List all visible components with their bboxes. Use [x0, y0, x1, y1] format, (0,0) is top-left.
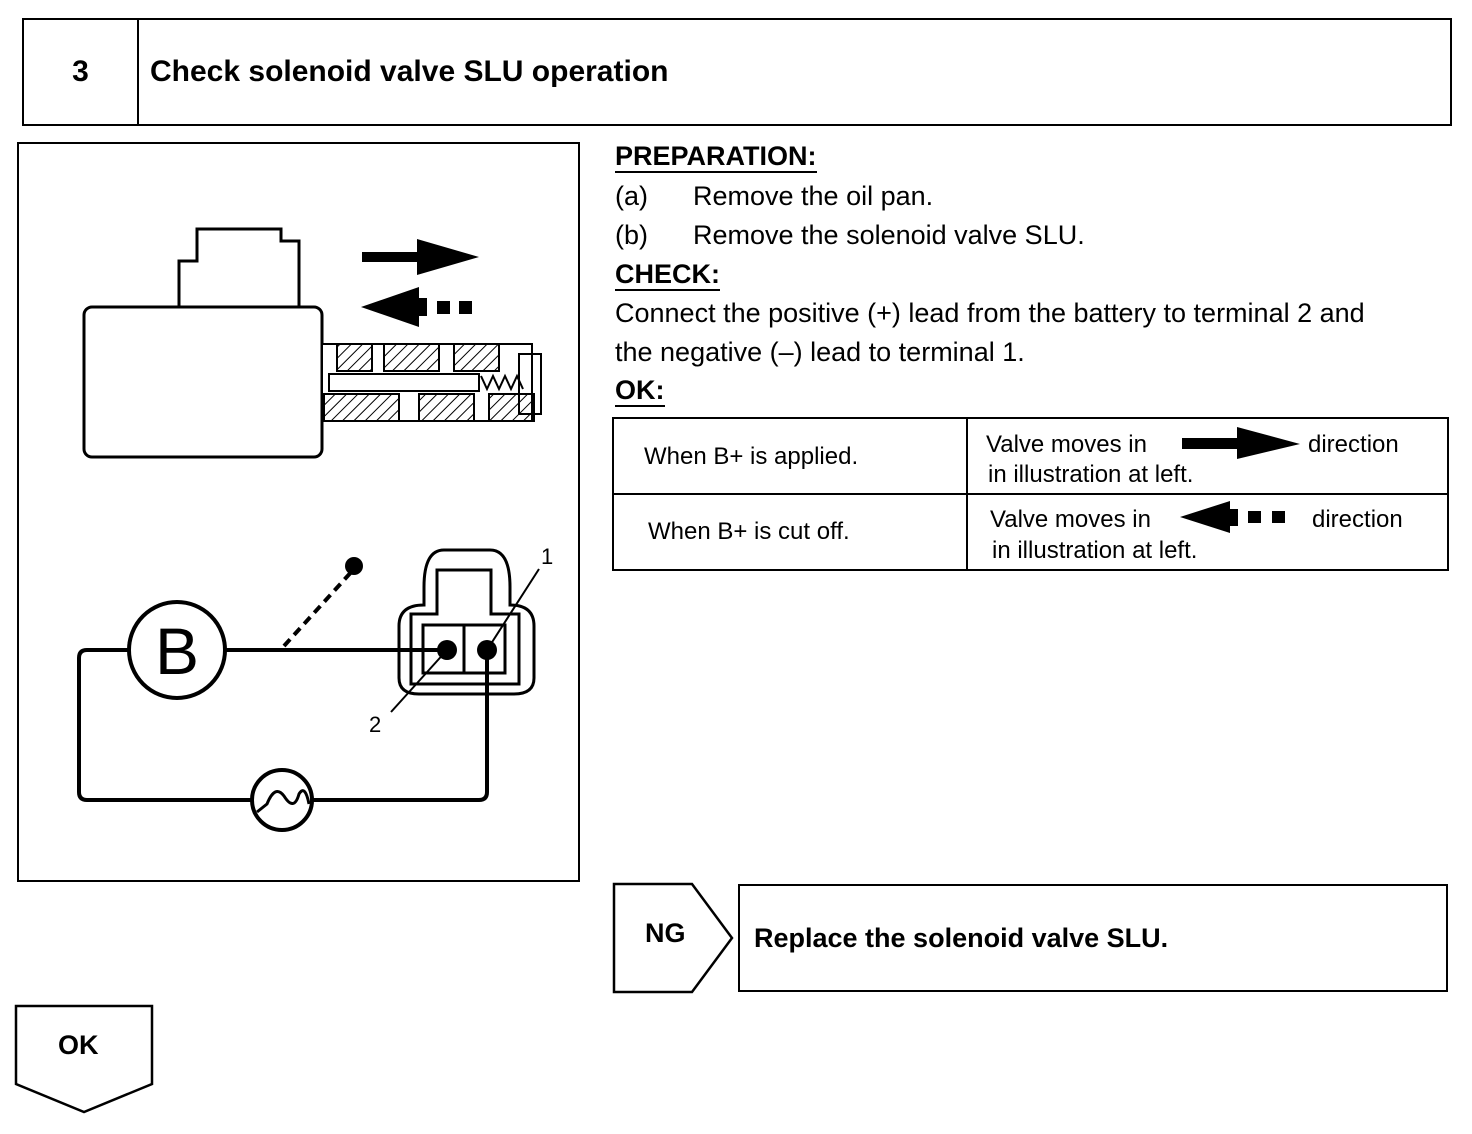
row2-result-line2: in illustration at left.	[992, 537, 1198, 564]
connector	[397, 548, 536, 696]
row1-condition: When B+ is applied.	[644, 443, 859, 470]
ok-spec-table: When B+ is applied. Valve moves in direc…	[612, 417, 1449, 571]
ng-action-text: Replace the solenoid valve SLU.	[754, 922, 1169, 953]
battery-symbol: B	[127, 600, 227, 700]
ng-action-box: Replace the solenoid valve SLU.	[738, 884, 1448, 992]
row1-result-line2: in illustration at left.	[988, 461, 1194, 488]
ng-tag	[612, 882, 734, 994]
row2-result-prefix: Valve moves in	[990, 506, 1151, 533]
row1-result-prefix: Valve moves in	[986, 431, 1147, 458]
ok-tag	[14, 1004, 154, 1114]
solenoid-body	[82, 227, 324, 459]
dashed-left-arrow-icon	[1180, 501, 1285, 533]
battery-label: B	[155, 614, 199, 688]
check-line-1: Connect the positive (+) lead from the b…	[615, 298, 1365, 328]
terminal-1-label: 1	[541, 544, 553, 569]
solenoid-diagram: B 1 2	[77, 227, 553, 832]
prep-step-b-marker: (b)	[615, 220, 648, 250]
ok-heading: OK:	[615, 375, 665, 407]
switch-lead	[282, 567, 356, 648]
check-line-2: the negative (–) lead to terminal 1.	[615, 337, 1025, 367]
valve-body	[321, 343, 542, 422]
ng-label: NG	[645, 918, 686, 948]
terminal-2-label: 2	[369, 712, 381, 737]
dashed-left-arrow-icon	[361, 287, 472, 327]
row2-result-suffix: direction	[1312, 506, 1403, 533]
solid-right-arrow-icon	[1182, 427, 1300, 459]
check-heading: CHECK:	[615, 259, 720, 291]
row2-condition: When B+ is cut off.	[648, 518, 850, 545]
solid-right-arrow-icon	[362, 239, 479, 275]
preparation-heading: PREPARATION:	[615, 141, 817, 173]
prep-step-a-marker: (a)	[615, 181, 648, 211]
step-title: Check solenoid valve SLU operation	[150, 55, 669, 88]
row1-result-suffix: direction	[1308, 431, 1399, 458]
ok-label: OK	[58, 1030, 99, 1060]
step-header: 3 Check solenoid valve SLU operation	[22, 18, 1452, 126]
bulb-symbol	[250, 768, 314, 832]
prep-step-b-text: Remove the solenoid valve SLU.	[693, 220, 1085, 250]
solenoid-illustration: B 1 2	[17, 142, 580, 882]
step-number: 3	[24, 20, 139, 124]
prep-step-a-text: Remove the oil pan.	[693, 181, 934, 211]
